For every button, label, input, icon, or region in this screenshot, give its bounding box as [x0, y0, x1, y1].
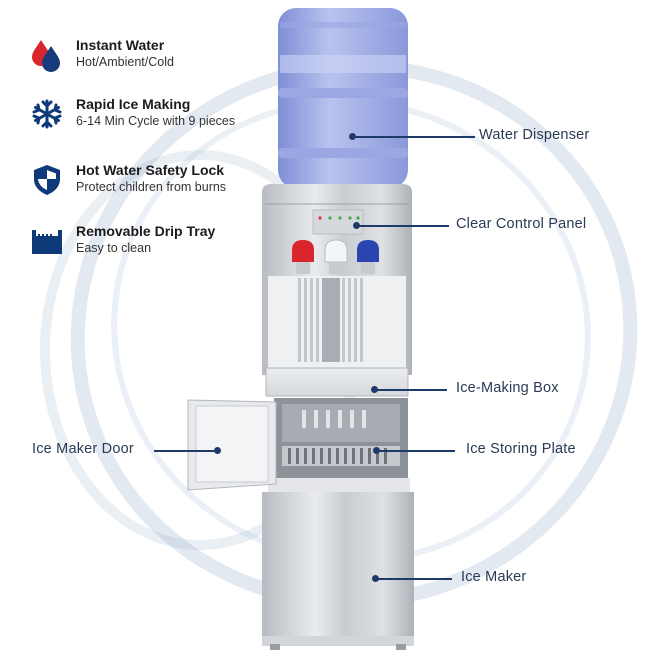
- callout-label: Water Dispenser: [479, 127, 590, 143]
- callout-line: [377, 450, 455, 452]
- callout-label: Ice Maker: [461, 569, 527, 585]
- callout-dot: [349, 133, 356, 140]
- callout-ice-making-box: Ice-Making Box: [371, 380, 631, 400]
- feature-drip-tray: Removable Drip Tray Easy to clean: [30, 223, 280, 264]
- ice-maker-door: [187, 399, 277, 491]
- callout-label: Ice Maker Door: [32, 441, 134, 457]
- callout-line: [375, 389, 447, 391]
- callout-line: [376, 578, 452, 580]
- feature-safety-lock: Hot Water Safety Lock Protect children f…: [30, 162, 280, 203]
- feature-title: Instant Water: [76, 37, 165, 53]
- snowflake-icon: [32, 99, 62, 129]
- callout-ice-storing-plate: Ice Storing Plate: [373, 441, 633, 461]
- feature-instant-water: Instant Water Hot/Ambient/Cold: [30, 37, 280, 78]
- callout-ice-maker: Ice Maker: [372, 569, 572, 589]
- feature-title: Hot Water Safety Lock: [76, 162, 225, 178]
- callout-dot: [372, 575, 379, 582]
- callout-label: Ice Storing Plate: [466, 441, 576, 457]
- callout-dot: [371, 386, 378, 393]
- callout-dot: [373, 447, 380, 454]
- shield-icon: [34, 165, 60, 195]
- feature-subtitle: Hot/Ambient/Cold: [76, 55, 174, 69]
- water-bottle: [278, 8, 408, 188]
- callout-line: [353, 136, 475, 138]
- callout-control-panel: Clear Control Panel: [353, 216, 653, 236]
- callout-line: [154, 450, 216, 452]
- callout-label: Clear Control Panel: [456, 216, 587, 232]
- water-drops-icon: [32, 40, 60, 72]
- callout-label: Ice-Making Box: [456, 380, 559, 396]
- callout-dot: [353, 222, 360, 229]
- feature-rapid-ice: Rapid Ice Making 6-14 Min Cycle with 9 p…: [30, 96, 280, 137]
- feature-title: Rapid Ice Making: [76, 96, 191, 112]
- callout-ice-maker-door: Ice Maker Door: [32, 441, 222, 461]
- callout-dot: [214, 447, 221, 454]
- callout-water-dispenser: Water Dispenser: [349, 127, 609, 147]
- cold-water-tap: [357, 240, 379, 274]
- feature-subtitle: 6-14 Min Cycle with 9 pieces: [76, 114, 236, 128]
- feature-title: Removable Drip Tray: [76, 223, 216, 239]
- drip-tray-icon: [32, 230, 62, 254]
- ambient-water-tap: [324, 239, 348, 274]
- feature-subtitle: Protect children from burns: [76, 180, 227, 194]
- feature-subtitle: Easy to clean: [76, 241, 152, 255]
- hot-water-tap: [292, 240, 314, 274]
- callout-line: [357, 225, 449, 227]
